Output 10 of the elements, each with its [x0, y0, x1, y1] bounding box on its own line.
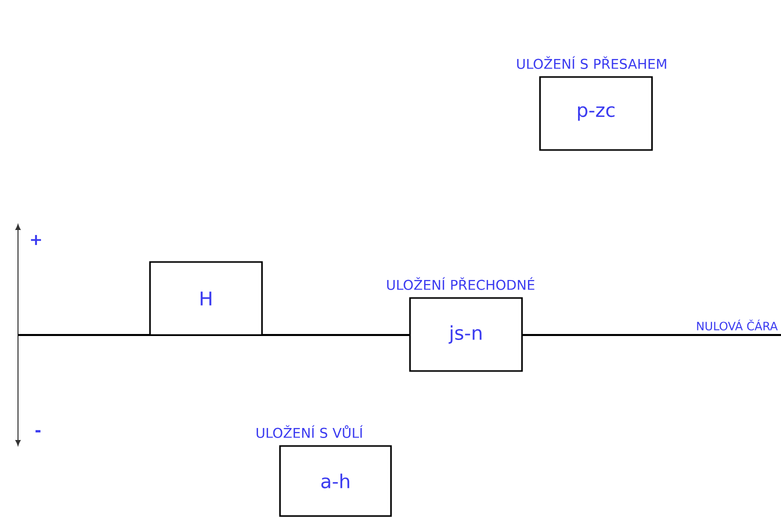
box-heading: ULOŽENÍ PŘECHODNÉ [387, 277, 534, 290]
box: p-zc [539, 76, 653, 151]
box-heading: ULOŽENÍ S PŘESAHEM [517, 56, 666, 69]
box: a-h [279, 445, 392, 517]
zero-line-label: NULOVÁ ČÁRA [697, 320, 778, 330]
axis-sign: - [36, 430, 40, 432]
box: H [149, 261, 263, 336]
box: js-n [409, 297, 523, 372]
axis-sign: + [31, 235, 42, 246]
box-heading: ULOŽENÍ S VŮLÍ [256, 425, 363, 438]
